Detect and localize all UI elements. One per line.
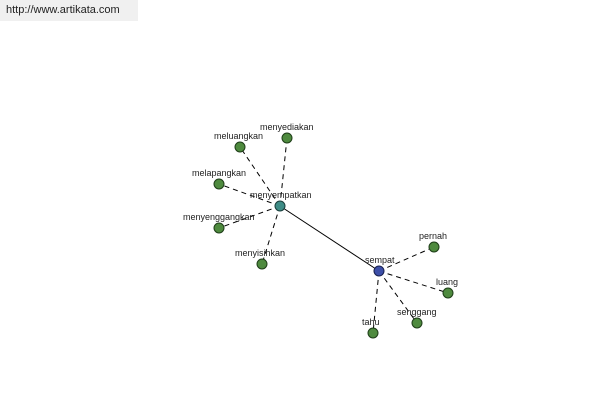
node-menyempatkan[interactable] — [274, 200, 286, 212]
node-menyenggangkan[interactable] — [213, 222, 225, 234]
label-senggang[interactable]: senggang — [397, 307, 437, 317]
label-luang[interactable]: luang — [436, 277, 458, 287]
edge-menyempatkan-sempat — [279, 205, 380, 272]
node-melapangkan[interactable] — [213, 178, 225, 190]
label-menyediakan[interactable]: menyediakan — [260, 122, 314, 132]
edge-menyempatkan-menyenggangkan — [218, 205, 281, 229]
edge-sempat-pernah — [378, 246, 435, 272]
node-meluangkan[interactable] — [234, 141, 246, 153]
edge-sempat-senggang — [378, 270, 418, 324]
label-pernah[interactable]: pernah — [419, 231, 447, 241]
edge-sempat-tahu — [372, 270, 380, 334]
node-menyisihkan[interactable] — [256, 258, 268, 270]
label-meluangkan[interactable]: meluangkan — [214, 131, 263, 141]
node-sempat[interactable] — [373, 265, 385, 277]
edge-menyempatkan-menyisihkan — [261, 205, 281, 265]
source-url-banner[interactable]: http://www.artikata.com — [0, 0, 138, 21]
node-luang[interactable] — [442, 287, 454, 299]
edge-menyempatkan-melapangkan — [218, 183, 281, 207]
edge-menyempatkan-meluangkan — [239, 146, 281, 207]
edge-menyempatkan-menyediakan — [279, 137, 288, 207]
label-menyempatkan[interactable]: menyempatkan — [250, 190, 312, 200]
node-menyediakan[interactable] — [281, 132, 293, 144]
node-senggang[interactable] — [411, 317, 423, 329]
node-pernah[interactable] — [428, 241, 440, 253]
edge-sempat-luang — [378, 270, 449, 294]
label-tahu[interactable]: tahu — [362, 317, 380, 327]
node-tahu[interactable] — [367, 327, 379, 339]
label-melapangkan[interactable]: melapangkan — [192, 168, 246, 178]
label-sempat[interactable]: sempat — [365, 255, 395, 265]
label-menyisihkan[interactable]: menyisihkan — [235, 248, 285, 258]
label-menyenggangkan[interactable]: menyenggangkan — [183, 212, 255, 222]
